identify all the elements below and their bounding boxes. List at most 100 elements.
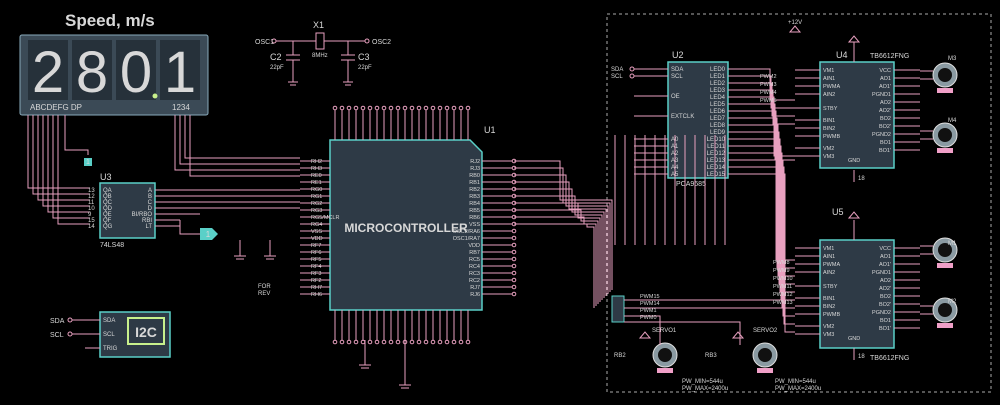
u1-right-pin-end bbox=[511, 277, 517, 283]
pwm-wire bbox=[760, 131, 795, 285]
u1-left-pin: RF5 bbox=[311, 257, 321, 263]
crystal-x1 bbox=[315, 32, 325, 50]
u4-ref: U4 bbox=[836, 50, 848, 60]
pwm-label: PWM5 bbox=[760, 98, 777, 104]
u1-top-pin-end bbox=[346, 105, 352, 111]
osc2-label: OSC2 bbox=[372, 39, 391, 46]
u2-right-pin: LED10 bbox=[707, 137, 726, 143]
u3-part: 74LS48 bbox=[100, 242, 124, 249]
driver-right-pin: PGND1 bbox=[872, 92, 891, 98]
i2c-badge bbox=[127, 317, 165, 345]
motor-hub bbox=[938, 128, 952, 142]
x1-ref: X1 bbox=[313, 20, 324, 30]
u1-bottom-pin-end bbox=[353, 339, 359, 345]
u1-right-pin: RC2 bbox=[469, 278, 480, 284]
pwm-label: PWM8 bbox=[773, 260, 790, 266]
u3-pin-right: A bbox=[148, 188, 152, 194]
tag-2 bbox=[200, 228, 218, 240]
pwm-wire bbox=[760, 124, 795, 277]
u1-left-pin: RF7 bbox=[311, 243, 321, 249]
u2-right-pin: LED4 bbox=[710, 95, 726, 101]
u1-bottom-pin-end bbox=[416, 339, 422, 345]
driver-right-pin: BO1' bbox=[879, 326, 891, 332]
position-label: 1234 bbox=[172, 103, 190, 112]
u1-left-pin: VDD bbox=[311, 236, 323, 242]
u3-pin-left: QC bbox=[103, 200, 113, 206]
bus-wire bbox=[514, 195, 603, 300]
c2-ref: C2 bbox=[270, 52, 282, 62]
pwm-label: PWM12 bbox=[773, 292, 793, 298]
u2-right-pin: LED6 bbox=[710, 109, 726, 115]
c2-value: 22pF bbox=[270, 65, 284, 71]
u2-part: PCA9685 bbox=[676, 181, 706, 188]
pwm-label: PWM10 bbox=[773, 276, 793, 282]
m3-label: M3 bbox=[948, 56, 957, 62]
u3-ref: U3 bbox=[100, 172, 112, 182]
u2-right-pin: LED2 bbox=[710, 81, 726, 87]
u1-right-pin-end bbox=[511, 235, 517, 241]
tag-1-label: 1 bbox=[86, 159, 90, 166]
pca9685-chip bbox=[667, 61, 729, 179]
u1-bottom-pin-end bbox=[465, 339, 471, 345]
pwm-wire bbox=[760, 89, 795, 125]
pwm-label: PWM11 bbox=[773, 284, 792, 290]
u1-left-pin: RF3 bbox=[311, 271, 321, 277]
u3-pin-num: 13 bbox=[88, 188, 95, 194]
driver-left-pin: VM1 bbox=[823, 68, 834, 74]
u1-bottom-pin-end bbox=[367, 339, 373, 345]
for-label: FOR bbox=[258, 284, 271, 290]
motor-hub bbox=[938, 68, 952, 82]
pwm-wire bbox=[760, 75, 795, 109]
u1-right-pin: RB5 bbox=[469, 208, 480, 214]
driver-right-pin: AO1' bbox=[879, 84, 891, 90]
driver-left-pin: VM2 bbox=[823, 146, 834, 152]
u1-right-pin: RJ3 bbox=[470, 166, 480, 172]
driver-right-pin: BO1 bbox=[880, 318, 891, 324]
driver-right-pin: BO2' bbox=[879, 124, 891, 130]
u1-top-pin-end bbox=[381, 105, 387, 111]
u2-right-pin: LED15 bbox=[707, 172, 726, 178]
u1-right-pin-end bbox=[511, 242, 517, 248]
driver-left-pin: VM3 bbox=[823, 154, 834, 160]
u1-right-pin-end bbox=[511, 284, 517, 290]
driver-left-pin: AIN2 bbox=[823, 270, 835, 276]
display-title: Speed, m/s bbox=[65, 11, 155, 30]
u1-bottom-pin-end bbox=[360, 339, 366, 345]
u1-top-pin-end bbox=[458, 105, 464, 111]
u1-top-pin-end bbox=[388, 105, 394, 111]
driver-right-pin: BO2 bbox=[880, 294, 891, 300]
u1-left-pin: RE1 bbox=[311, 180, 322, 186]
m2-label: M2 bbox=[948, 299, 957, 305]
i2c-pin-sda: SDA bbox=[103, 318, 115, 324]
pwm-label: PWM15 bbox=[640, 294, 660, 300]
segment-label: ABCDEFG DP bbox=[30, 103, 82, 112]
u2-scl-net: SCL bbox=[611, 74, 623, 80]
u1-top-pin-end bbox=[423, 105, 429, 111]
servo2-ref: SERVO2 bbox=[753, 328, 778, 334]
motor-hub bbox=[758, 348, 772, 362]
servo1-min: PW_MIN=544u bbox=[682, 379, 723, 385]
u2-right-pin: LED13 bbox=[707, 158, 726, 164]
u2-right-pin: LED5 bbox=[710, 102, 726, 108]
driver-right-pin: BO1 bbox=[880, 140, 891, 146]
u1-top-pin-end bbox=[353, 105, 359, 111]
u1-bottom-pin-end bbox=[374, 339, 380, 345]
driver-right-pin: PGND2 bbox=[872, 310, 891, 316]
c3-ref: C3 bbox=[358, 52, 370, 62]
i2c-pin-scl: SCL bbox=[103, 332, 115, 338]
driver-right-pin: AO1' bbox=[879, 262, 891, 268]
driver-left-pin: AIN1 bbox=[823, 76, 835, 82]
driver-right-pin: BO2 bbox=[880, 116, 891, 122]
pwm-label: PWM1 bbox=[640, 308, 657, 314]
u2-right-pin: LED12 bbox=[707, 151, 726, 157]
u2-right-pin: LED14 bbox=[707, 165, 726, 171]
bus-wire bbox=[514, 216, 597, 306]
u1-top-pin-end bbox=[437, 105, 443, 111]
u1-left-pin: RG1 bbox=[311, 194, 322, 200]
u1-left-pin: RG2 bbox=[311, 201, 322, 207]
tag-2-label: 1 bbox=[206, 230, 211, 239]
motor-hub bbox=[938, 243, 952, 257]
servo-connector bbox=[611, 295, 625, 323]
i2c-scl: SCL bbox=[50, 332, 64, 339]
